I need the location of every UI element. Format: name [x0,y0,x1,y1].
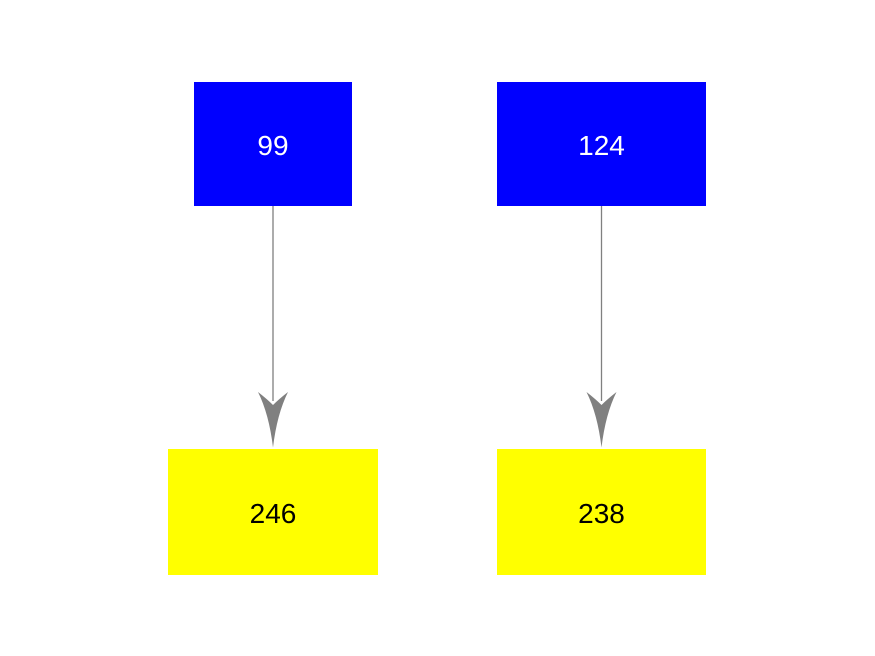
node-value: 99 [257,129,289,161]
node-bottom-left: 246 [168,449,378,575]
node-bottom-right: 238 [497,449,706,575]
node-top-right: 124 [497,82,706,206]
edge-arrowhead-right-icon [586,392,617,448]
edge-arrowhead-left-icon [258,392,288,448]
node-top-left: 99 [194,82,352,206]
edge-right [586,206,617,448]
node-value: 238 [578,497,625,529]
edge-left [258,206,288,448]
node-value: 124 [578,129,625,161]
node-value: 246 [249,497,297,529]
